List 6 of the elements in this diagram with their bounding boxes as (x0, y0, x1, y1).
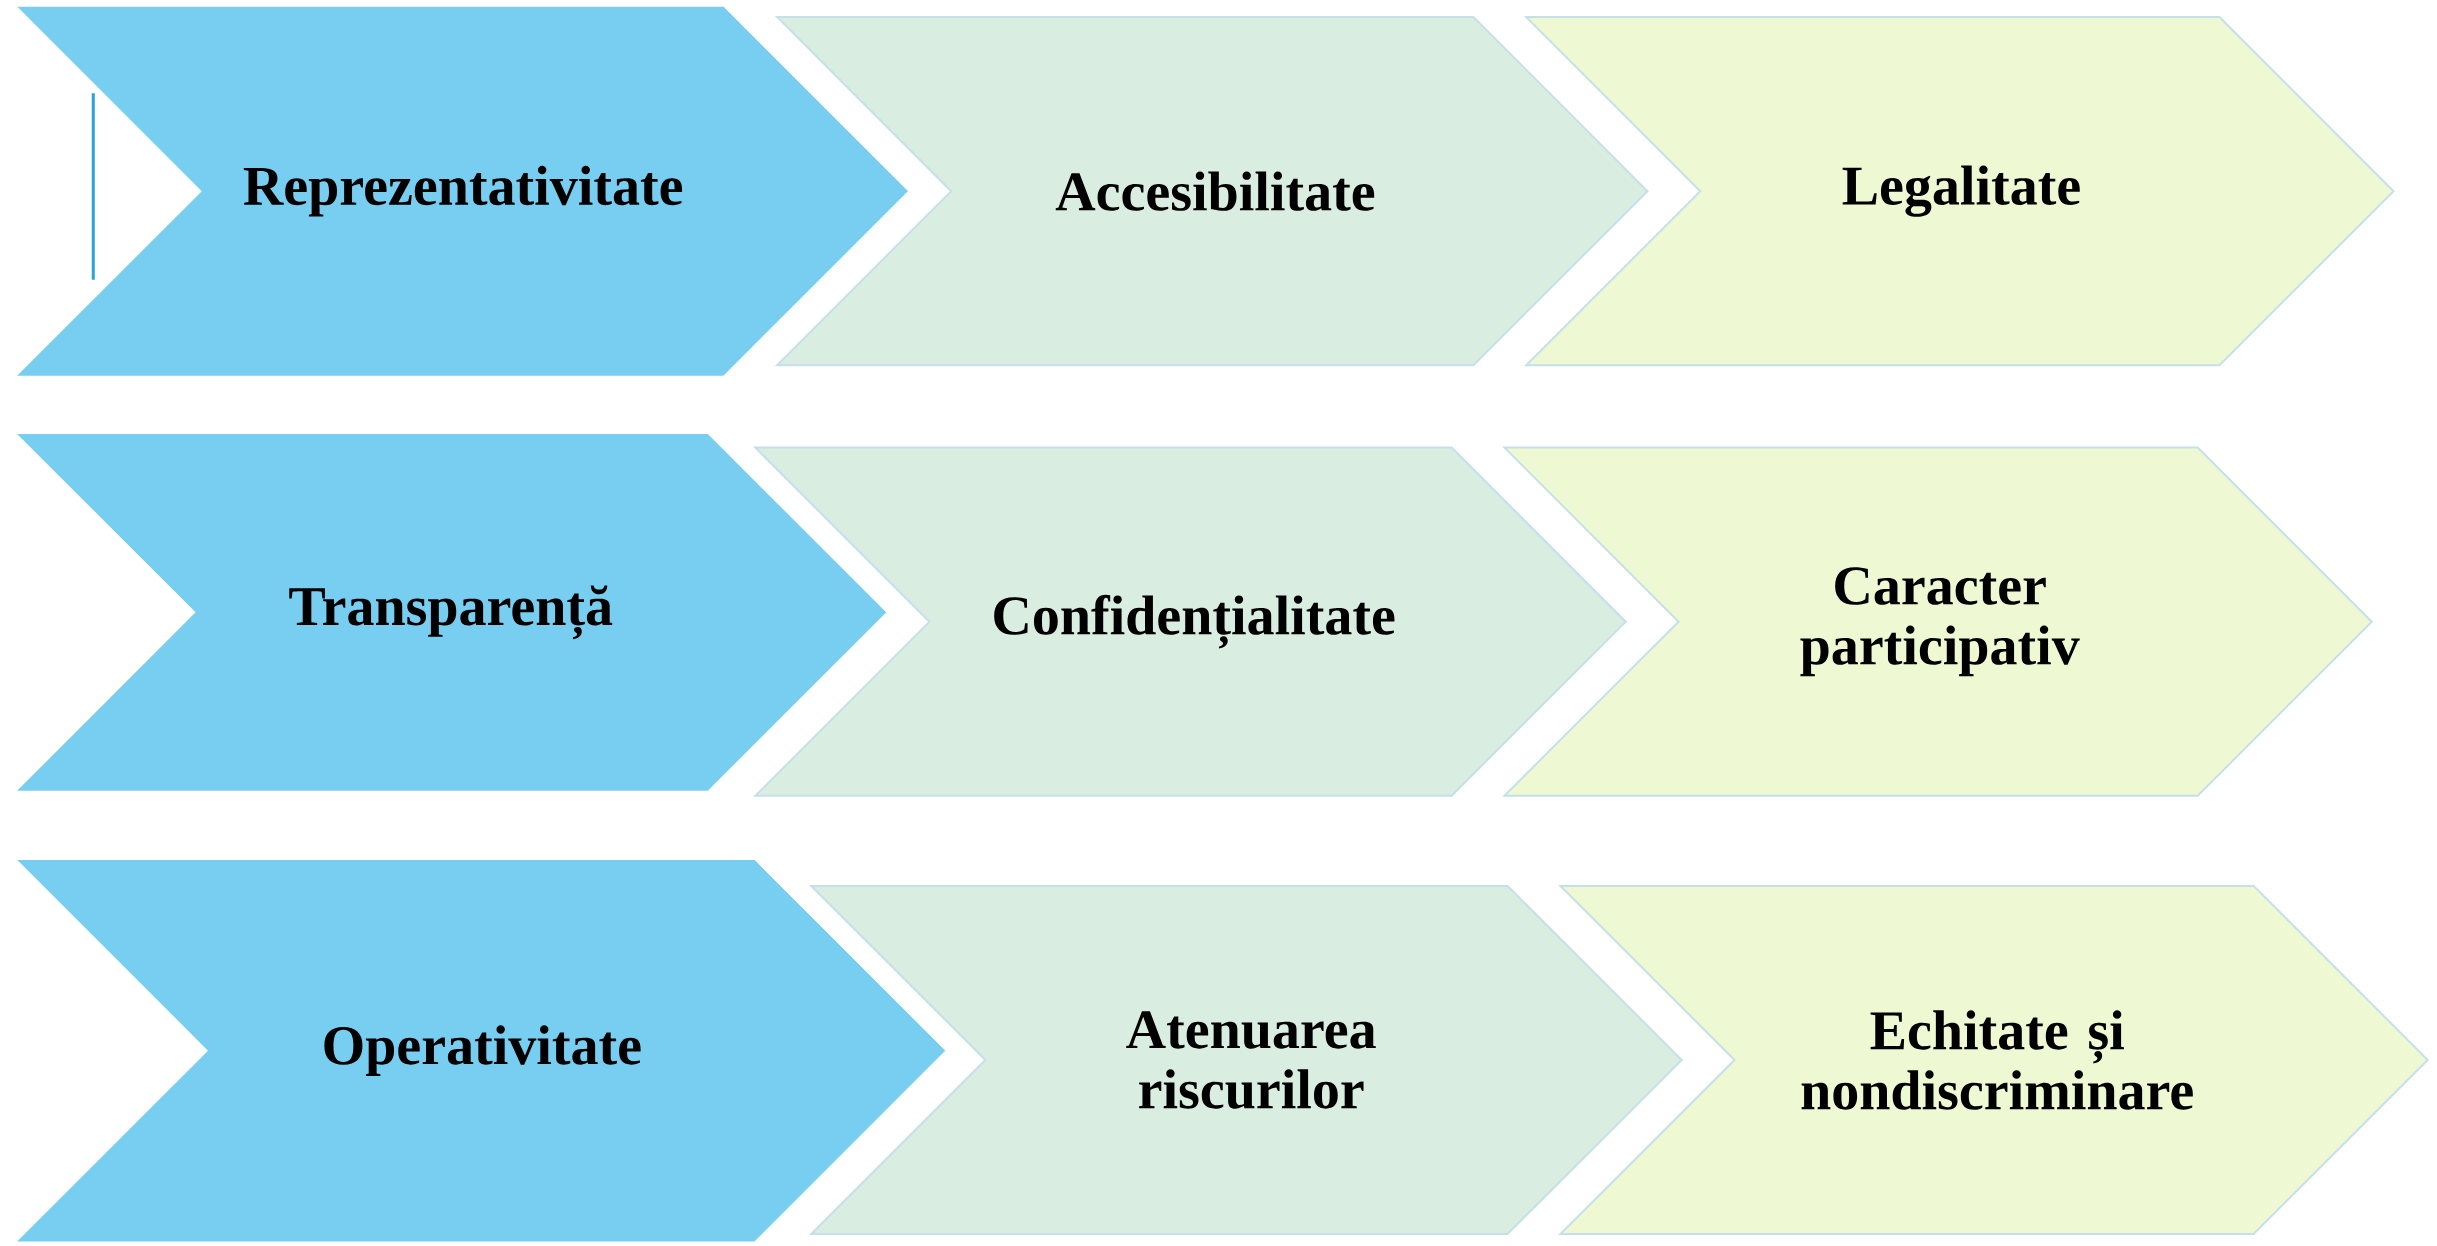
chevron-box: Confidențialitate (752, 446, 1628, 797)
chevron-box: Atenuarea riscurilor (808, 884, 1684, 1235)
chevron-box: Echitate și nondiscriminare (1558, 884, 2430, 1235)
chevron-box: Legalitate (1523, 15, 2395, 366)
chevron-box: Caracter participativ (1502, 446, 2374, 797)
chevron-box: Accesibilitate (774, 15, 1649, 366)
